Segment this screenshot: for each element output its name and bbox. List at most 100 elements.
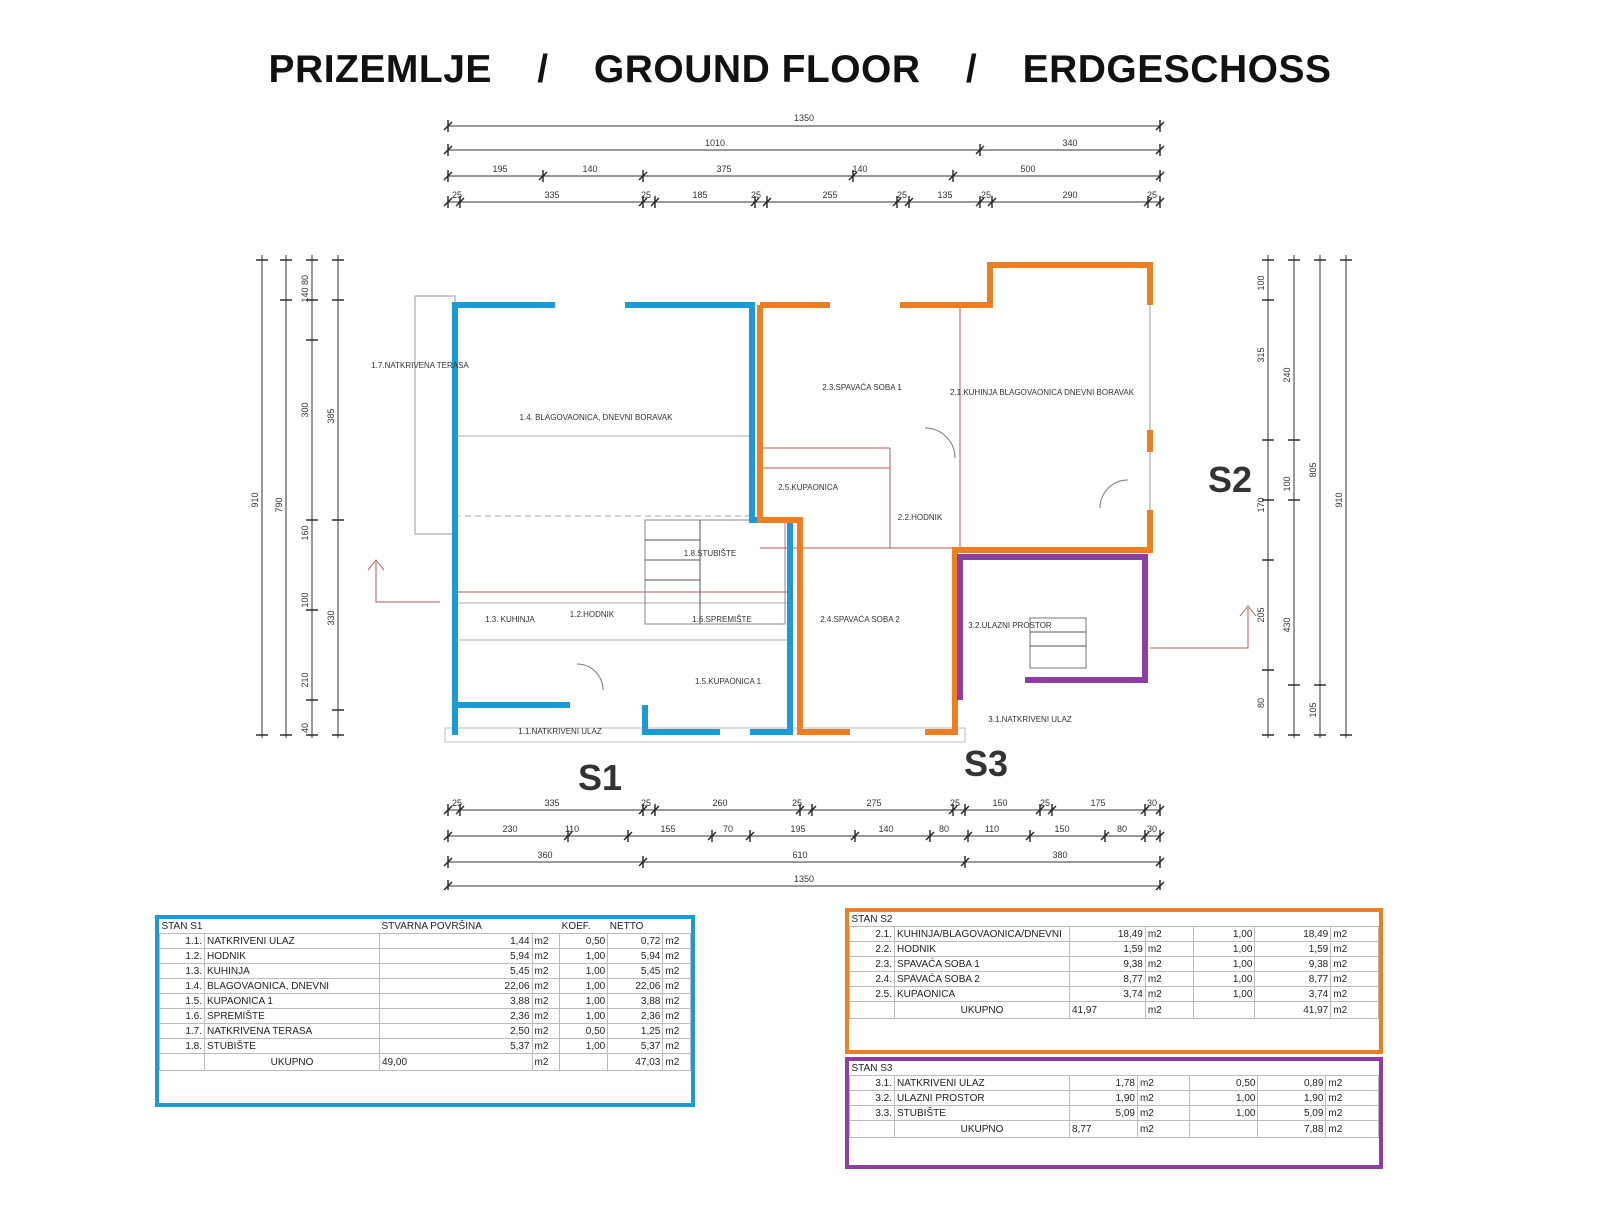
row-number: 1.8. <box>159 1038 205 1054</box>
row-area-unit: m2 <box>531 933 561 949</box>
row-name: NATKRIVENI ULAZ <box>894 1075 1070 1091</box>
room-label-s1-hall: 1.2.HODNIK <box>570 610 615 619</box>
total-label: UKUPNO <box>204 1053 380 1071</box>
row-net: 1,59 <box>1254 941 1332 957</box>
row-area: 1,44 <box>379 933 533 949</box>
room-label-s3-entry: 3.1.NATKRIVENI ULAZ <box>988 715 1072 724</box>
dim-right-6: 205 <box>1256 607 1266 622</box>
apartment-outlines <box>452 262 1153 735</box>
dim-bot-3c: 380 <box>1052 850 1067 860</box>
dim-left-9: 40 <box>300 723 310 733</box>
row-coef: 1,00 <box>1189 1090 1259 1106</box>
row-net: 1,25 <box>607 1023 664 1039</box>
dim-bot-1f: 275 <box>866 798 881 808</box>
row-name: KUHINJA <box>204 963 380 979</box>
total-area: 41,97 <box>1069 1001 1146 1019</box>
row-number: 1.4. <box>159 978 205 994</box>
dim-top-2b: 340 <box>1062 138 1077 148</box>
row-name: NATKRIVENI ULAZ <box>204 933 380 949</box>
room-label-bath1: 1.5.KUPAONICA 1 <box>695 677 762 686</box>
row-coef: 1,00 <box>559 963 609 979</box>
dim-right-10: 805 <box>1308 462 1318 477</box>
apartment-s3-outline <box>957 554 1148 700</box>
row-coef: 1,00 <box>1192 971 1256 987</box>
room-label-terrace: 1.7.NATKRIVENA TERASA <box>371 361 469 370</box>
row-net-unit: m2 <box>662 1008 691 1024</box>
row-area-unit: m2 <box>1144 971 1194 987</box>
total-area: 49,00 <box>379 1053 533 1071</box>
row-number: 1.6. <box>159 1008 205 1024</box>
room-label-s2-hall: 2.2.HODNIK <box>898 513 943 522</box>
dim-left-5: 300 <box>300 402 310 417</box>
row-area-unit: m2 <box>531 948 561 964</box>
row-area-unit: m2 <box>1144 986 1194 1002</box>
vertical-dimension-labels: 910 790 80 140 300 160 100 210 40 385 33… <box>250 275 1344 733</box>
dim-bot-1c: 25 <box>641 798 651 808</box>
dim-left-10: 385 <box>326 408 336 423</box>
dim-bot-1b: 335 <box>544 798 559 808</box>
row-area: 5,09 <box>1069 1105 1138 1121</box>
row-area-unit: m2 <box>531 978 561 994</box>
row-coef: 1,00 <box>559 993 609 1009</box>
row-number: 1.7. <box>159 1023 205 1039</box>
dim-right-7: 430 <box>1282 617 1292 632</box>
dim-bot-3a: 360 <box>537 850 552 860</box>
stan-s2-total-row: UKUPNO 41,97 m2 41,97 m2 <box>849 1001 1379 1019</box>
row-area: 22,06 <box>379 978 533 994</box>
row-number: 3.1. <box>849 1075 895 1091</box>
row-area-unit: m2 <box>1144 956 1194 972</box>
row-name: STUBIŠTE <box>204 1038 380 1054</box>
row-name: SPAVAĆA SOBA 2 <box>894 971 1070 987</box>
row-net-unit: m2 <box>662 1023 691 1039</box>
dim-top-3c: 375 <box>716 164 731 174</box>
stan-s3-total-row: UKUPNO 8,77 m2 7,88 m2 <box>849 1120 1379 1138</box>
room-label-storage: 1.6.SPREMIŠTE <box>692 615 752 624</box>
total-area-unit: m2 <box>1136 1120 1191 1138</box>
row-name: KUHINJA/BLAGOVAONICA/DNEVNI <box>894 926 1070 942</box>
row-net-unit: m2 <box>1325 1075 1379 1091</box>
col-net-header: NETTO <box>609 920 644 932</box>
dim-bot-2d: 70 <box>723 824 733 834</box>
row-coef: 1,00 <box>1192 956 1256 972</box>
room-label-bedroom2: 2.4.SPAVAĆA SOBA 2 <box>820 615 900 624</box>
row-coef: 1,00 <box>1189 1105 1259 1121</box>
dim-left-11: 330 <box>326 610 336 625</box>
stan-s2-title: STAN S2 <box>851 913 893 925</box>
col-coef-header: KOEF. <box>561 920 591 932</box>
dim-right-2: 315 <box>1256 347 1266 362</box>
dim-bot-2f: 140 <box>878 824 893 834</box>
row-area: 1,59 <box>1069 941 1146 957</box>
row-net: 8,77 <box>1254 971 1332 987</box>
row-number: 2.3. <box>849 956 895 972</box>
dim-left-3: 80 <box>300 275 310 285</box>
total-net: 7,88 <box>1257 1120 1327 1138</box>
row-number: 1.2. <box>159 948 205 964</box>
row-net-unit: m2 <box>1330 986 1379 1002</box>
row-net: 5,45 <box>607 963 664 979</box>
row-area: 8,77 <box>1069 971 1146 987</box>
total-net-unit: m2 <box>1325 1120 1379 1138</box>
dim-top-4h: 135 <box>937 190 952 200</box>
row-number: 2.4. <box>849 971 895 987</box>
total-area: 8,77 <box>1069 1120 1138 1138</box>
dim-bot-2g: 80 <box>939 824 949 834</box>
row-area-unit: m2 <box>1136 1090 1191 1106</box>
dim-bot-3b: 610 <box>792 850 807 860</box>
row-name: STUBIŠTE <box>894 1105 1070 1121</box>
dim-top-3e: 500 <box>1020 164 1035 174</box>
dim-top-4f: 255 <box>822 190 837 200</box>
room-label-s1-entry: 1.1.NATKRIVENI ULAZ <box>518 727 602 736</box>
dim-bot-2j: 80 <box>1117 824 1127 834</box>
row-area: 3,88 <box>379 993 533 1009</box>
total-net-unit: m2 <box>662 1053 691 1071</box>
row-net: 0,89 <box>1257 1075 1327 1091</box>
row-number: 3.2. <box>849 1090 895 1106</box>
stan-s3-title: STAN S3 <box>851 1062 893 1074</box>
